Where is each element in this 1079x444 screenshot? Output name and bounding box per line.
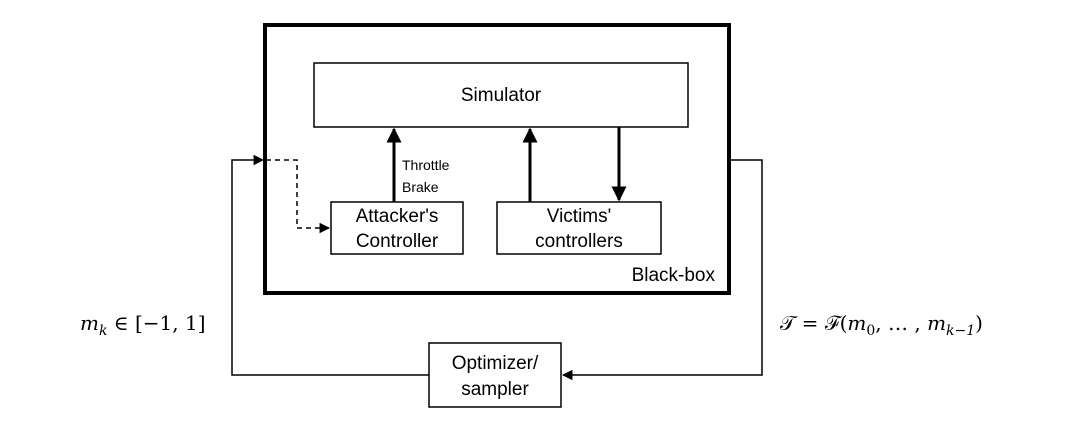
victims-controllers-box bbox=[496, 201, 662, 255]
blackbox-to-optimizer-arrow bbox=[561, 159, 763, 381]
attacker-controller-label-line2: Controller bbox=[356, 231, 439, 252]
output-annotation: 𝒯 = ℱ(m0, … , mk−1) bbox=[780, 311, 983, 339]
throttle-label: Throttle bbox=[402, 157, 450, 173]
attacker-controller-label-line1: Attacker's bbox=[356, 206, 439, 227]
simulator-box bbox=[313, 62, 689, 128]
optimizer-label-line2: sampler bbox=[461, 379, 529, 400]
simulator-label: Simulator bbox=[461, 85, 542, 106]
optimizer-to-blackbox-arrow bbox=[231, 154, 429, 376]
brake-label: Brake bbox=[402, 179, 439, 195]
victims-controllers-label-line2: controllers bbox=[535, 231, 623, 252]
input-annotation: mk ∈ [−1, 1] bbox=[80, 311, 206, 339]
black-box-label: Black-box bbox=[632, 265, 716, 286]
victims-controllers-label-line1: Victims' bbox=[547, 206, 612, 227]
black-box-frame bbox=[263, 23, 731, 295]
attacker-controller-box bbox=[330, 201, 464, 255]
optimizer-label-line1: Optimizer/ bbox=[452, 353, 539, 374]
input-to-attacker-dashed-arrow bbox=[266, 159, 331, 234]
